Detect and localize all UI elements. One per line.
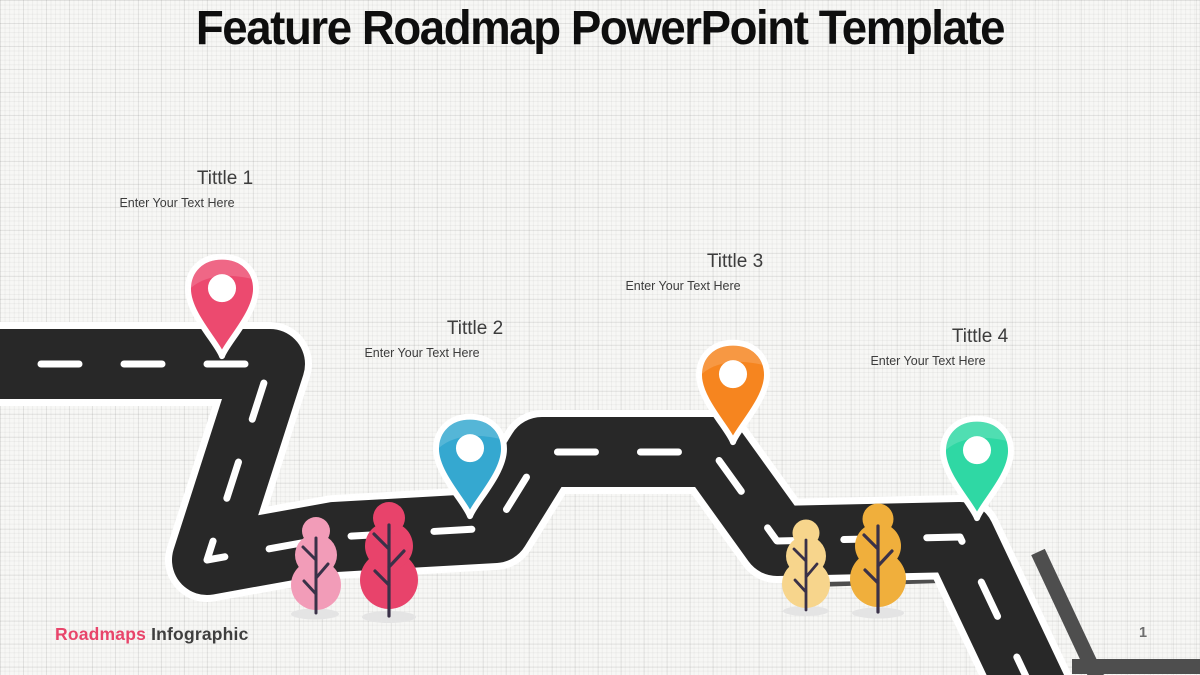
pink-dark-tree — [360, 502, 418, 618]
location-pin-icon[interactable] — [185, 253, 259, 360]
tree-trunk — [301, 536, 330, 615]
location-pin-icon[interactable] — [433, 413, 507, 520]
page-number: 1 — [1138, 625, 1148, 641]
location-pin-icon[interactable] — [940, 415, 1014, 522]
milestone-1-title[interactable]: Tittle 1 — [196, 168, 254, 189]
yellow-light-tree — [782, 519, 830, 612]
milestone-3-description[interactable]: Enter Your Text Here — [625, 279, 741, 293]
milestone-4-description[interactable]: Enter Your Text Here — [870, 354, 986, 368]
tree-trunk — [862, 524, 894, 614]
ground-line — [1072, 659, 1200, 674]
location-pin-icon[interactable] — [696, 339, 770, 446]
milestone-2-title[interactable]: Tittle 2 — [446, 318, 504, 339]
tree-trunk — [372, 523, 406, 618]
brand-name-secondary: Infographic — [151, 624, 249, 644]
milestone-3-title[interactable]: Tittle 3 — [706, 251, 764, 272]
tree-trunk — [792, 538, 819, 612]
yellow-dark-tree — [850, 503, 906, 614]
milestone-2-description[interactable]: Enter Your Text Here — [364, 346, 480, 360]
road-edge-shadow — [1031, 548, 1104, 675]
slide-title[interactable]: Feature Roadmap PowerPoint Template — [195, 2, 1006, 55]
pink-light-tree — [291, 517, 341, 615]
milestone-1-description[interactable]: Enter Your Text Here — [119, 196, 235, 210]
milestone-4-title[interactable]: Tittle 4 — [951, 326, 1009, 347]
brand-name-primary: Roadmaps — [55, 624, 147, 644]
